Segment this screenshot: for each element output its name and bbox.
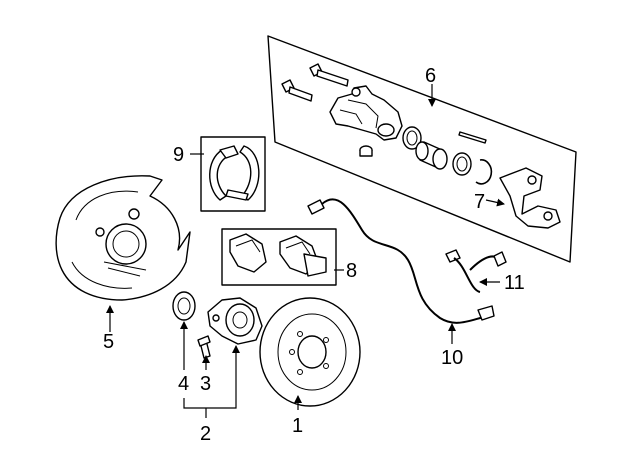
bearing-seal: [172, 291, 196, 321]
snap-ring: [475, 159, 493, 185]
callout-11: 11: [504, 272, 525, 294]
guide-pin-bolt-lower: [281, 79, 313, 102]
brake-pad-right: [279, 235, 327, 277]
hub-bearing: [207, 297, 263, 345]
callout-8: 8: [346, 260, 357, 282]
piston-seal: [402, 126, 422, 150]
piston: [415, 141, 448, 170]
caliper-body: [329, 85, 403, 141]
leader-lines: [106, 84, 505, 418]
brake-shoe-left: [209, 145, 239, 201]
abs-sensor: [307, 198, 495, 324]
wire-harness: [445, 249, 507, 293]
callout-7: 7: [474, 191, 485, 213]
dust-boot: [452, 152, 472, 176]
retaining-pin: [458, 131, 487, 144]
brake-pad-left: [229, 233, 267, 273]
bleeder-cap: [359, 145, 373, 157]
caliper-support: [499, 167, 561, 229]
wheel-stud: [197, 335, 211, 359]
backing-plate: [55, 175, 191, 301]
guide-pin-bolt-upper: [309, 63, 349, 87]
callout-4: 4: [178, 373, 189, 395]
brake-rotor: [259, 297, 361, 407]
callout-1: 1: [292, 415, 303, 437]
callout-3: 3: [200, 373, 211, 395]
callout-2: 2: [200, 423, 211, 445]
callout-9: 9: [173, 144, 184, 166]
callout-5: 5: [103, 331, 114, 353]
callout-10: 10: [441, 347, 463, 369]
brake-shoe-right: [225, 145, 260, 201]
callout-6: 6: [425, 65, 436, 87]
